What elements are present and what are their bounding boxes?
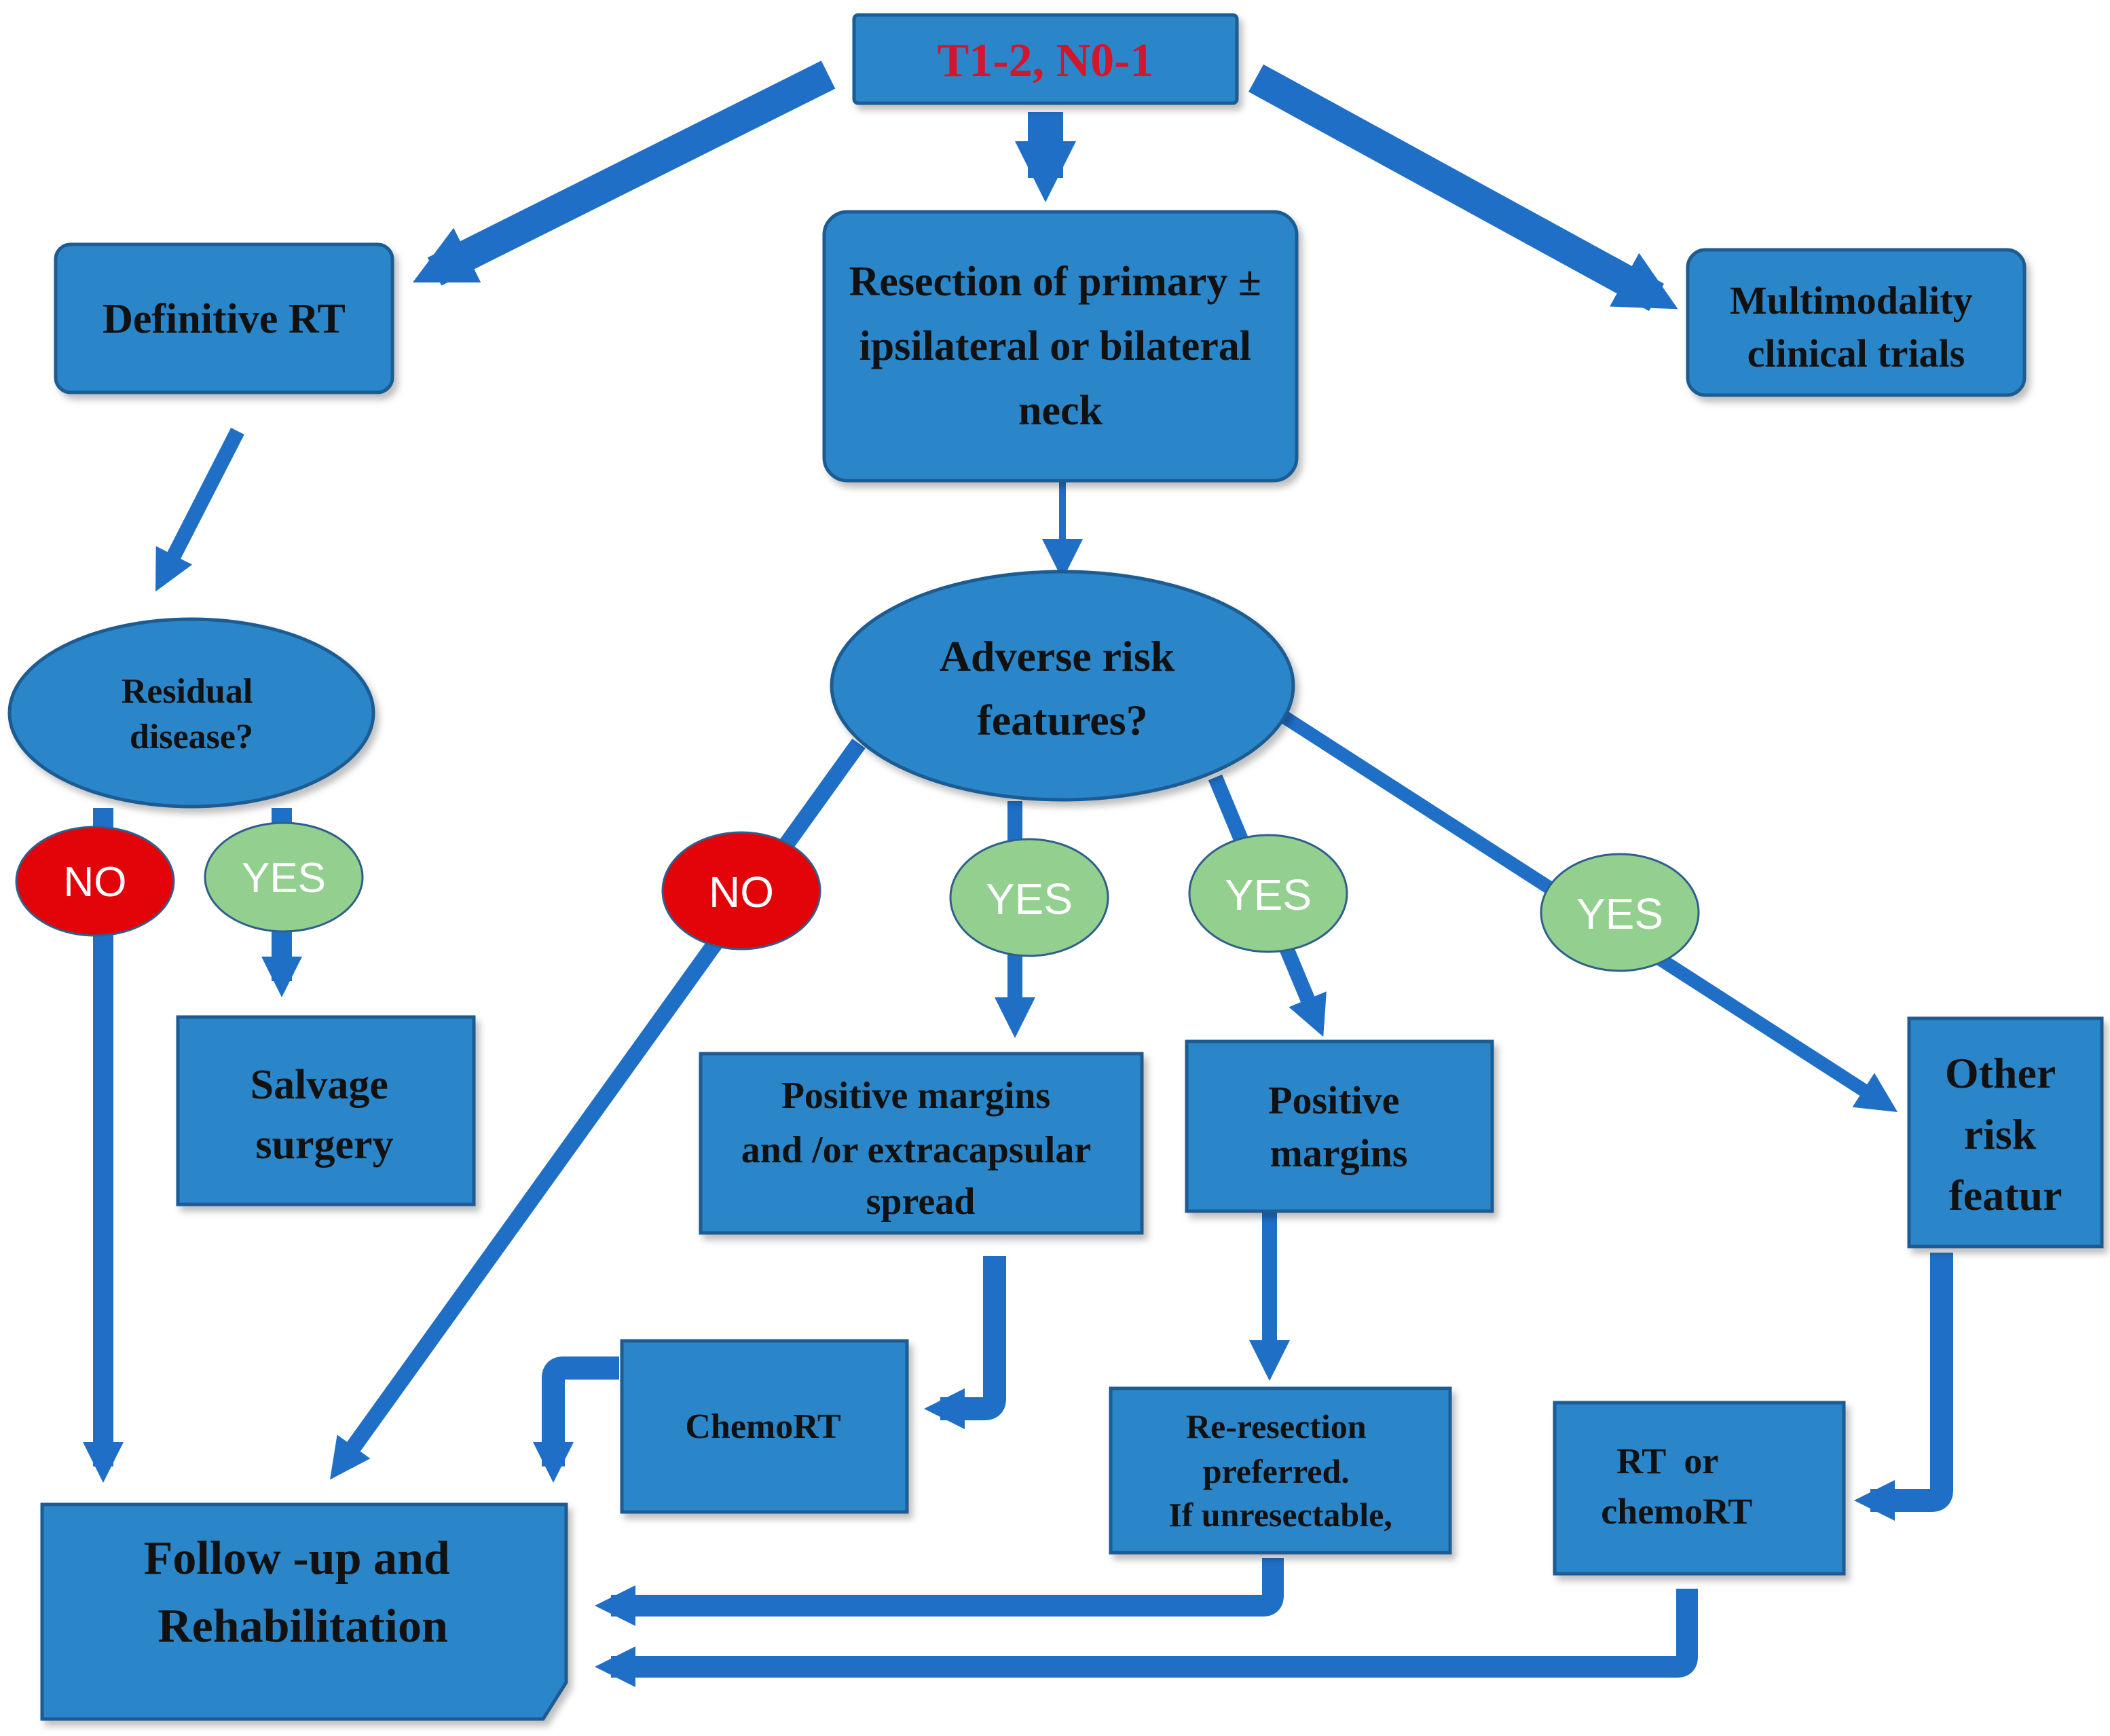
label-resection: Resection of primary ± ipsilateral or bi… [849,259,1272,434]
label-other-risk-line-3: featur [1948,1171,2062,1219]
badge-adverse-no-label: NO [709,868,774,917]
label-rt-or-chemort: RT or chemoRT [1601,1441,1752,1532]
label-residual-line-1: Residual [122,672,253,711]
badge-residual-yes [204,821,364,933]
arrow-start-to-multimodality [1248,64,1678,312]
ellipse-adverse [830,570,1295,802]
label-salvage-line-2: surgery [255,1122,393,1168]
label-chemort: ChemoRT [685,1407,840,1446]
badge-adverse-yes-3-label: YES [1576,889,1663,938]
label-multimodality-line-2: clinical trials [1747,331,1965,375]
label-positive-margins-line-1: Positive [1268,1078,1399,1122]
label-reresection-line-2: preferred. [1203,1452,1350,1490]
label-multimodality: Multimodality clinical trials [1730,278,1982,375]
box-reresection [1109,1386,1452,1555]
label-positive-margins-line-2: margins [1270,1131,1408,1175]
ellipse-residual [7,617,375,809]
badge-residual-no [15,826,175,937]
labels: T1-2, N0-1 Definitive RT Resection of pr… [64,35,2066,1652]
boxes [7,13,2104,1721]
arrow-chemort-to-followup [533,1356,619,1483]
label-resection-line-2: ipsilateral or bilateral [859,323,1251,369]
label-rt-or-chemort-line-2: chemoRT [1601,1491,1752,1532]
label-positive-ece-line-1: Positive margins [781,1075,1051,1117]
label-start: T1-2, N0-1 [938,35,1154,87]
label-followup-line-1: Follow -up and [144,1532,450,1585]
box-positive-ece [699,1052,1144,1235]
label-resection-line-3: neck [1018,388,1103,434]
label-multimodality-line-1: Multimodality [1730,278,1973,322]
badge-residual-no-label: NO [64,859,127,906]
label-followup-line-2: Rehabilitation [158,1600,448,1652]
label-followup: Follow -up and Rehabilitation [144,1532,462,1652]
badge-adverse-yes-2-label: YES [1225,870,1312,919]
box-other-risk [1907,1016,2104,1249]
label-resection-line-1: Resection of primary ± [849,259,1261,305]
badge-residual-yes-label: YES [242,855,326,902]
label-other-risk-line-1: Other [1945,1049,2056,1097]
box-definitive-rt [54,242,394,394]
label-definitive-rt: Definitive RT [103,296,346,342]
label-residual: Residual disease? [122,672,262,756]
label-residual-line-2: disease? [130,718,253,756]
arrow-reresection-to-followup [595,1558,1284,1626]
label-adverse: Adverse risk features? [940,632,1186,744]
box-positive-margins [1185,1039,1494,1213]
label-positive-ece-line-3: spread [866,1181,976,1223]
label-adverse-line-2: features? [977,696,1147,744]
box-followup [40,1502,568,1721]
label-positive-ece-line-2: and /or extracapsular [741,1129,1091,1171]
label-reresection-line-1: Re-resection [1186,1407,1367,1445]
arrow-rt-or-chemort-to-followup [595,1589,1698,1687]
arrow-start-to-definitive-rt [412,60,836,286]
box-rt-or-chemort [1553,1401,1846,1576]
arrow-other-risk-to-rt-or-chemort [1854,1253,1953,1521]
label-reresection: Re-resection preferred. If unresectable, [1168,1407,1392,1534]
arrow-positive-ece-to-chemort [924,1256,1006,1429]
label-adverse-line-1: Adverse risk [940,632,1175,680]
box-resection [822,210,1299,483]
label-reresection-line-3: If unresectable, [1168,1496,1392,1534]
label-rt-or-chemort-line-1: RT or [1616,1441,1718,1481]
label-positive-margins: Positive margins [1268,1078,1409,1175]
box-chemort [620,1339,909,1514]
arrow-definitive-rt-to-residual [155,427,244,592]
box-start [852,13,1239,105]
badge-adverse-yes-1-label: YES [986,874,1073,923]
label-salvage: Salvage surgery [251,1062,399,1168]
label-other-risk-line-2: risk [1964,1110,2037,1158]
badge-adverse-no [661,831,821,950]
badge-adverse-yes-1 [949,838,1109,957]
box-multimodality [1686,248,2026,397]
badge-adverse-yes-3 [1540,853,1700,972]
badge-adverse-yes-2 [1188,834,1348,953]
badges [15,821,1700,972]
label-other-risk: Other risk featur [1945,1049,2066,1219]
box-salvage [176,1015,476,1206]
label-positive-ece: Positive margins and /or extracapsular s… [741,1075,1100,1223]
label-salvage-line-1: Salvage [251,1062,388,1108]
